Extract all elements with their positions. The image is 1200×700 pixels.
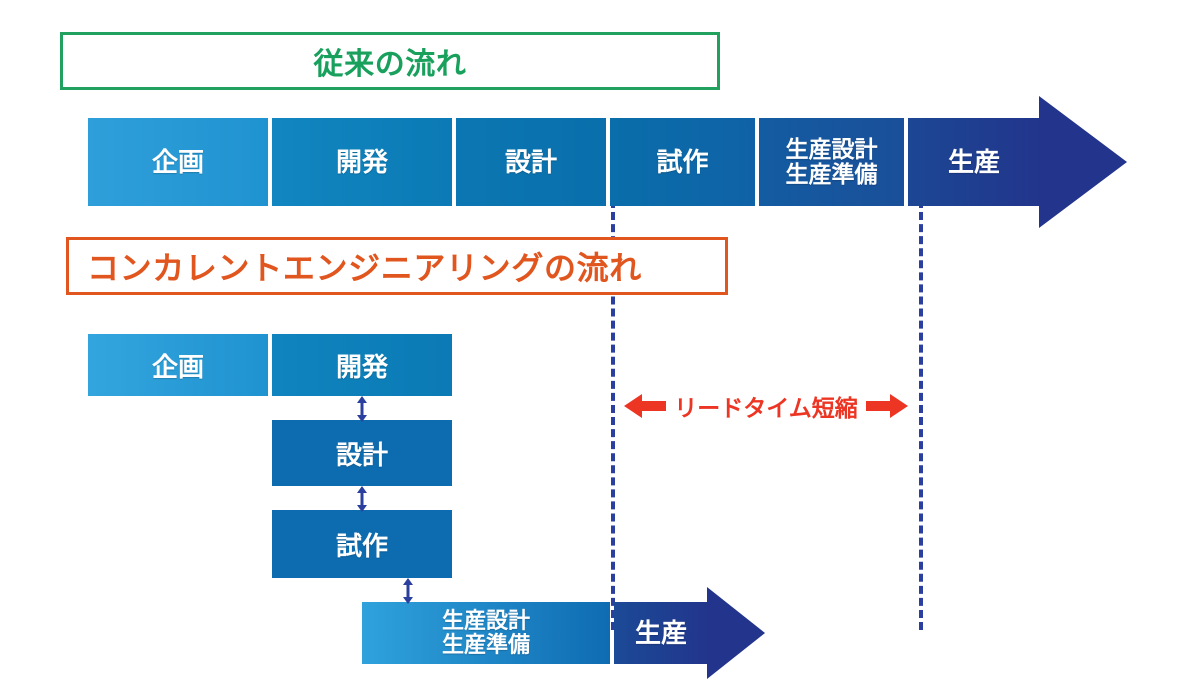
block-label: 設計 [335,439,388,470]
traditional-flow-arrow: 企画 開発 設計 試作 生産設計 生産準備 生産 [88,96,1127,228]
concurrent-arrow-head [707,587,765,679]
traditional-segment-sekkei[interactable]: 設計 [456,118,606,206]
connector-kaihatsu-sekkei [354,396,370,422]
concurrent-block-kikaku[interactable]: 企画 [88,334,268,396]
traditional-segment-kikaku[interactable]: 企画 [88,118,268,206]
block-label: 開発 [335,351,388,382]
caption-traditional-flow: 従来の流れ [60,32,720,90]
connector-sekkei-shisaku [354,486,370,512]
arrow-right-icon [865,392,908,420]
segment-label: 生産 [634,617,687,648]
traditional-arrow-head [1039,96,1127,228]
concurrent-segment-seisan[interactable]: 生産 [614,602,708,664]
segment-label-line2: 生産準備 [785,161,878,187]
lead-time-label: リードタイム短縮 [674,395,858,421]
traditional-segment-shisaku[interactable]: 試作 [610,118,755,206]
traditional-segment-kaihatsu[interactable]: 開発 [272,118,452,206]
concurrent-block-kaihatsu[interactable]: 開発 [272,334,452,396]
segment-label: 企画 [151,146,204,177]
concurrent-flow-arrow: 生産設計 生産準備 生産 [362,587,765,679]
segment-label: 設計 [504,146,557,177]
segment-label-line2: 生産準備 [441,632,530,657]
concurrent-block-shisaku[interactable]: 試作 [272,510,452,578]
caption-traditional-text: 従来の流れ [313,48,467,81]
guide-line-left [611,200,615,630]
block-label: 試作 [335,530,388,561]
concurrent-segment-seisan-sekkei-junbi[interactable]: 生産設計 生産準備 [362,602,610,664]
concurrent-block-sekkei[interactable]: 設計 [272,420,452,486]
caption-concurrent-text: コンカレントエンジニアリングの流れ [87,250,642,286]
caption-concurrent-flow: コンカレントエンジニアリングの流れ [66,237,728,295]
connector-shisaku-seisan [400,578,416,604]
segment-label: 生産設計 [785,136,878,163]
segment-label: 開発 [335,146,388,177]
block-label: 企画 [151,351,204,382]
traditional-segment-seisan[interactable]: 生産 [908,118,1040,206]
lead-time-annotation: リードタイム短縮 [613,388,919,424]
segment-label: 生産 [947,146,1000,177]
segment-label: 試作 [656,146,709,177]
traditional-segment-seisan-sekkei-junbi[interactable]: 生産設計 生産準備 [759,118,904,206]
guide-line-right [919,200,923,630]
arrow-left-icon [624,392,667,420]
segment-label: 生産設計 [441,608,530,634]
